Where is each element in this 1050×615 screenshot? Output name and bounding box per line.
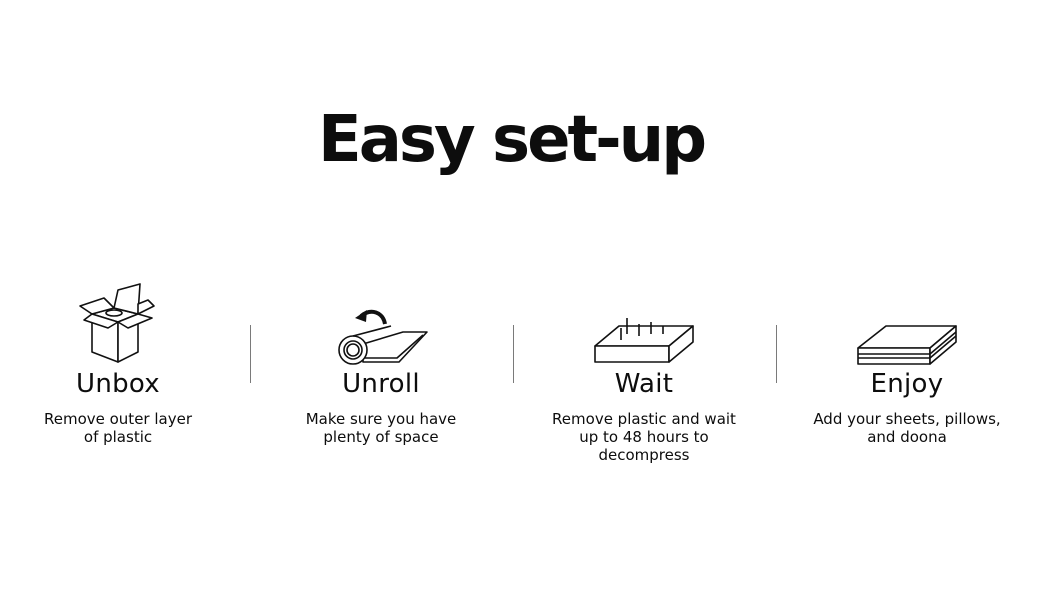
step-enjoy: Enjoy Add your sheets, pillows, and doon… bbox=[777, 262, 1037, 446]
open-box-icon bbox=[79, 283, 155, 363]
step-description: Make sure you have plenty of space bbox=[305, 410, 457, 446]
step-heading: Wait bbox=[614, 369, 674, 399]
step-heading: Unroll bbox=[342, 369, 420, 399]
step-unbox: Unbox Remove outer layer of plastic bbox=[0, 262, 248, 446]
made-bed-icon bbox=[857, 325, 957, 365]
page-title: Easy set-up bbox=[317, 103, 707, 177]
step-unroll: Unroll Make sure you have plenty of spac… bbox=[251, 262, 511, 446]
divider bbox=[513, 325, 514, 383]
unrolling-mattress-icon bbox=[338, 309, 428, 365]
step-description: Remove plastic and wait up to 48 hours t… bbox=[552, 410, 736, 464]
step-description: Add your sheets, pillows, and doona bbox=[813, 410, 1001, 446]
divider bbox=[776, 325, 777, 383]
step-heading: Unbox bbox=[75, 369, 160, 399]
decompressing-mattress-icon bbox=[594, 318, 694, 363]
step-heading: Enjoy bbox=[870, 369, 944, 399]
step-wait: Wait Remove plastic and wait up to 48 ho… bbox=[514, 262, 774, 464]
divider bbox=[250, 325, 251, 383]
step-description: Remove outer layer of plastic bbox=[43, 410, 192, 446]
